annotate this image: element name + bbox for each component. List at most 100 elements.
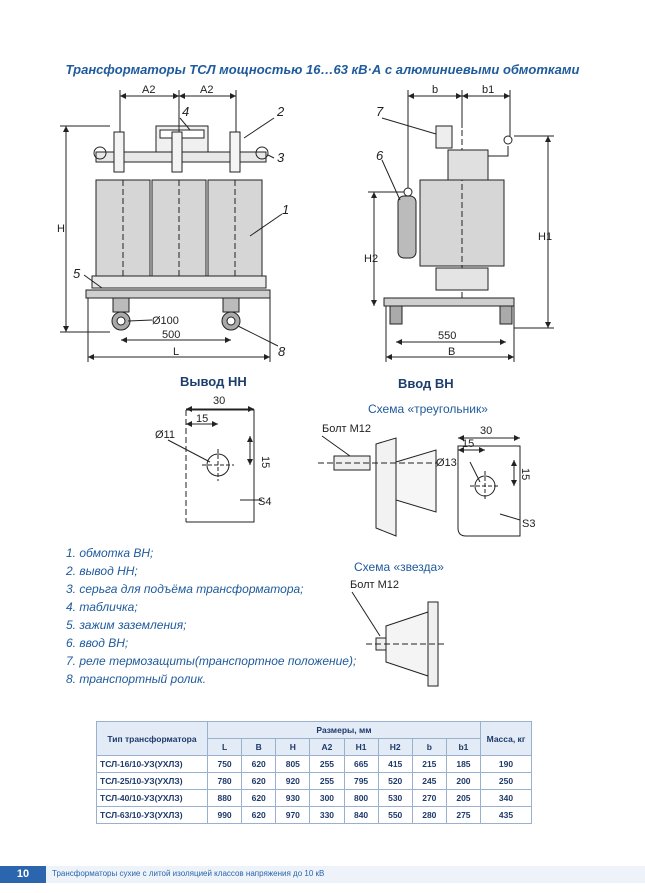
cell: 665 bbox=[343, 755, 379, 773]
header-type: Тип трансформатора bbox=[96, 721, 208, 756]
page-number: 10 bbox=[0, 866, 46, 883]
column-header: b bbox=[411, 738, 447, 756]
hv-delta-bolt: Болт M12 bbox=[322, 423, 371, 435]
dim-h: H bbox=[57, 223, 65, 235]
column-header: B bbox=[241, 738, 277, 756]
cell: 275 bbox=[445, 806, 482, 824]
dim-b-total: B bbox=[448, 346, 455, 358]
dim-a2-left: A2 bbox=[142, 84, 155, 96]
table-row: ТСЛ-16/10-УЗ(УХЛЗ) 750 620 805 255 665 4… bbox=[96, 755, 532, 773]
cell: 930 bbox=[275, 789, 311, 807]
cell: 620 bbox=[241, 772, 277, 790]
column-header: H2 bbox=[377, 738, 413, 756]
column-header: A2 bbox=[309, 738, 345, 756]
footer-text: Трансформаторы сухие с литой изоляцией к… bbox=[52, 869, 325, 878]
legend-item: 6. ввод ВН; bbox=[66, 636, 129, 650]
cell: 920 bbox=[275, 772, 311, 790]
side-view-callouts: 7 6 bbox=[376, 104, 384, 163]
cell: 255 bbox=[309, 772, 345, 790]
column-header: H1 bbox=[343, 738, 379, 756]
front-view-drawing bbox=[60, 90, 283, 362]
hv-star-labels: Болт M12 bbox=[350, 579, 399, 591]
lv-dim-d11: Ø11 bbox=[155, 429, 175, 441]
cell: 880 bbox=[206, 789, 243, 807]
side-view-labels: b b1 H2 H1 550 B bbox=[364, 84, 552, 358]
column-header: H bbox=[275, 738, 311, 756]
callout-6: 6 bbox=[376, 148, 384, 163]
legend-item: 5. зажим заземления; bbox=[66, 618, 187, 632]
cell: 185 bbox=[445, 755, 482, 773]
lv-s4: S4 bbox=[258, 496, 271, 508]
front-view-labels: A2 A2 H Ø100 500 L bbox=[57, 84, 213, 358]
cell: 620 bbox=[241, 789, 277, 807]
lv-detail-labels: 30 15 Ø11 15 S4 bbox=[155, 395, 271, 508]
hv-star-detail bbox=[351, 591, 444, 687]
cell: 620 bbox=[241, 755, 277, 773]
front-view-callouts: 4 2 3 1 5 8 bbox=[73, 104, 289, 359]
dim-b: b bbox=[432, 84, 438, 96]
cell: 840 bbox=[343, 806, 379, 824]
cell: 245 bbox=[411, 772, 447, 790]
page-title: Трансформаторы ТСЛ мощностью 16…63 кВ·А … bbox=[65, 62, 580, 77]
cell: 270 bbox=[411, 789, 447, 807]
legend-item: 2. вывод НН; bbox=[66, 564, 138, 578]
cell: 970 bbox=[275, 806, 311, 824]
callout-2: 2 bbox=[276, 104, 285, 119]
dim-500: 500 bbox=[162, 329, 180, 341]
cell: 800 bbox=[343, 789, 379, 807]
lv-dim-h15: 15 bbox=[259, 456, 271, 468]
cell: 990 bbox=[206, 806, 243, 824]
dim-l: L bbox=[173, 346, 179, 358]
dim-a2-right: A2 bbox=[200, 84, 213, 96]
hv-s3: S3 bbox=[522, 518, 535, 530]
column-header: b1 bbox=[445, 738, 482, 756]
cell: 550 bbox=[377, 806, 413, 824]
cell: 215 bbox=[411, 755, 447, 773]
legend-item: 4. табличка; bbox=[66, 600, 138, 614]
hv-dim-15: 15 bbox=[462, 438, 474, 450]
hv-dim-30: 30 bbox=[480, 425, 492, 437]
cell: 530 bbox=[377, 789, 413, 807]
table-row: ТСЛ-63/10-УЗ(УХЛЗ) 990 620 970 330 840 5… bbox=[96, 806, 532, 824]
cell: 750 bbox=[206, 755, 243, 773]
callout-1: 1 bbox=[282, 202, 289, 217]
legend-item: 1. обмотка ВН; bbox=[66, 546, 154, 560]
hv-dim-d13: Ø13 bbox=[436, 457, 457, 469]
cell-type: ТСЛ-63/10-УЗ(УХЛЗ) bbox=[96, 806, 208, 824]
dim-h1: H1 bbox=[538, 231, 552, 243]
dim-b1: b1 bbox=[482, 84, 494, 96]
hv-delta-detail bbox=[318, 435, 521, 537]
cell: 780 bbox=[206, 772, 243, 790]
side-view-drawing bbox=[368, 90, 554, 362]
callout-5: 5 bbox=[73, 266, 81, 281]
hv-star-bolt: Болт M12 bbox=[350, 579, 399, 591]
column-header: L bbox=[206, 738, 243, 756]
spec-table: Тип трансформатора Размеры, мм Масса, кг… bbox=[96, 721, 532, 824]
callout-4: 4 bbox=[182, 104, 189, 119]
hv-delta-schema-label: Схема «треугольник» bbox=[368, 402, 488, 416]
cell-mass: 435 bbox=[480, 806, 532, 824]
hv-dim-h15: 15 bbox=[519, 468, 531, 480]
section-lv-output: Вывод НН bbox=[180, 374, 247, 389]
cell: 280 bbox=[411, 806, 447, 824]
hv-star-schema-label: Схема «звезда» bbox=[354, 560, 444, 574]
cell: 805 bbox=[275, 755, 311, 773]
callout-7: 7 bbox=[376, 104, 384, 119]
section-hv-input: Ввод ВН bbox=[398, 376, 454, 391]
cell: 300 bbox=[309, 789, 345, 807]
lv-output-detail bbox=[167, 406, 262, 523]
header-mass: Масса, кг bbox=[480, 721, 532, 756]
cell-type: ТСЛ-16/10-УЗ(УХЛЗ) bbox=[96, 755, 208, 773]
cell: 255 bbox=[309, 755, 345, 773]
callout-3: 3 bbox=[277, 150, 285, 165]
legend-item: 8. транспортный ролик. bbox=[66, 672, 207, 686]
callout-8: 8 bbox=[278, 344, 286, 359]
table-row: ТСЛ-40/10-УЗ(УХЛЗ) 880 620 930 300 800 5… bbox=[96, 789, 532, 807]
dim-d100: Ø100 bbox=[152, 315, 179, 327]
cell: 620 bbox=[241, 806, 277, 824]
cell-type: ТСЛ-25/10-УЗ(УХЛЗ) bbox=[96, 772, 208, 790]
header-dimensions: Размеры, мм bbox=[207, 721, 481, 739]
cell: 415 bbox=[377, 755, 413, 773]
parts-legend: 1. обмотка ВН; 2. вывод НН; 3. серьга дл… bbox=[66, 544, 356, 688]
